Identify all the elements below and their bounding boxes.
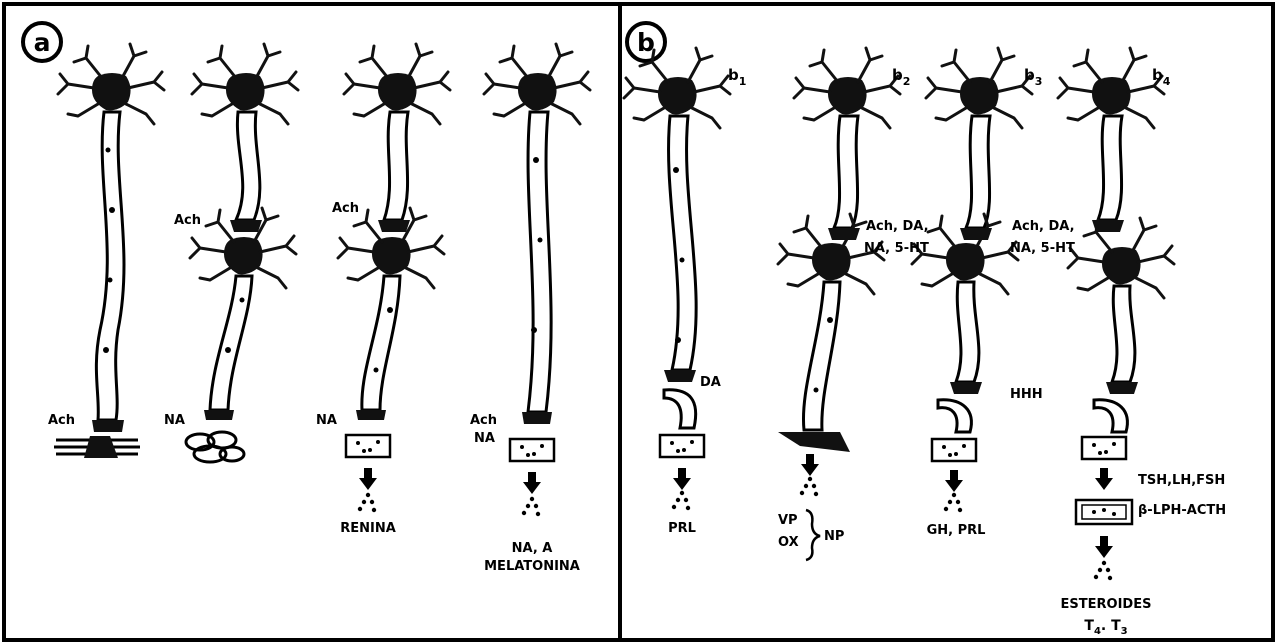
panel-b-letter: b	[627, 23, 665, 61]
label-b4-hhh: HHH	[1010, 387, 1043, 402]
muscle-fibers	[54, 436, 140, 458]
label-b1-tag: b1	[728, 66, 746, 88]
label-b2-product-1: VP	[778, 513, 798, 528]
panel-a-frame	[4, 4, 1273, 640]
gland-cells	[186, 432, 244, 462]
label-b3-tag: b3	[1024, 66, 1042, 88]
label-b3-synapse-2: NA, 5-HT	[864, 241, 929, 256]
neuron-a3	[338, 44, 450, 512]
label-a4-product-2: MELATONINA	[484, 559, 580, 574]
label-a3-synapse: Ach	[332, 201, 359, 216]
label-b2-tag: b2	[892, 66, 910, 88]
label-b1-product: PRL	[668, 521, 696, 536]
neuron-a2	[186, 44, 298, 462]
label-b3-synapse-1: Ach, DA,	[866, 219, 929, 234]
label-b2-product-2: OX	[778, 535, 799, 550]
label-a4-product-1: NA, A	[512, 541, 553, 556]
label-b4-product-1: ESTEROIDES	[1061, 597, 1152, 612]
brace-b2	[806, 510, 820, 560]
svg-text:a: a	[34, 28, 51, 57]
neuron-b2	[778, 48, 900, 496]
neuron-b4	[1058, 48, 1174, 580]
label-a3-product: RENINA	[340, 521, 396, 536]
neuron-b3	[912, 48, 1032, 512]
label-b4-synapse-1: Ach, DA,	[1012, 219, 1075, 234]
label-a4-terminal-1: Ach	[470, 413, 497, 428]
label-a2-synapse: Ach	[174, 213, 201, 228]
neuron-b1	[624, 48, 730, 510]
neuron-a1	[54, 44, 164, 458]
label-b1-terminal: DA	[700, 375, 721, 390]
label-a4-terminal-2: NA	[474, 431, 495, 446]
label-b2-side: NP	[824, 529, 844, 544]
label-a3-terminal: NA	[316, 413, 337, 428]
label-a1-terminal: Ach	[48, 413, 75, 428]
panel-a-letter: a	[23, 23, 61, 61]
neuron-a4	[484, 44, 590, 516]
label-b4-product-2: T4. T3	[1084, 618, 1127, 637]
label-b3-product: GH, PRL	[927, 523, 986, 538]
label-b4-hormones-1: TSH,LH,FSH	[1138, 473, 1225, 488]
label-b4-synapse-2: NA, 5-HT	[1010, 241, 1075, 256]
label-b4-hormones-2: β-LPH-ACTH	[1138, 503, 1226, 518]
label-a2-terminal: NA	[164, 413, 185, 428]
